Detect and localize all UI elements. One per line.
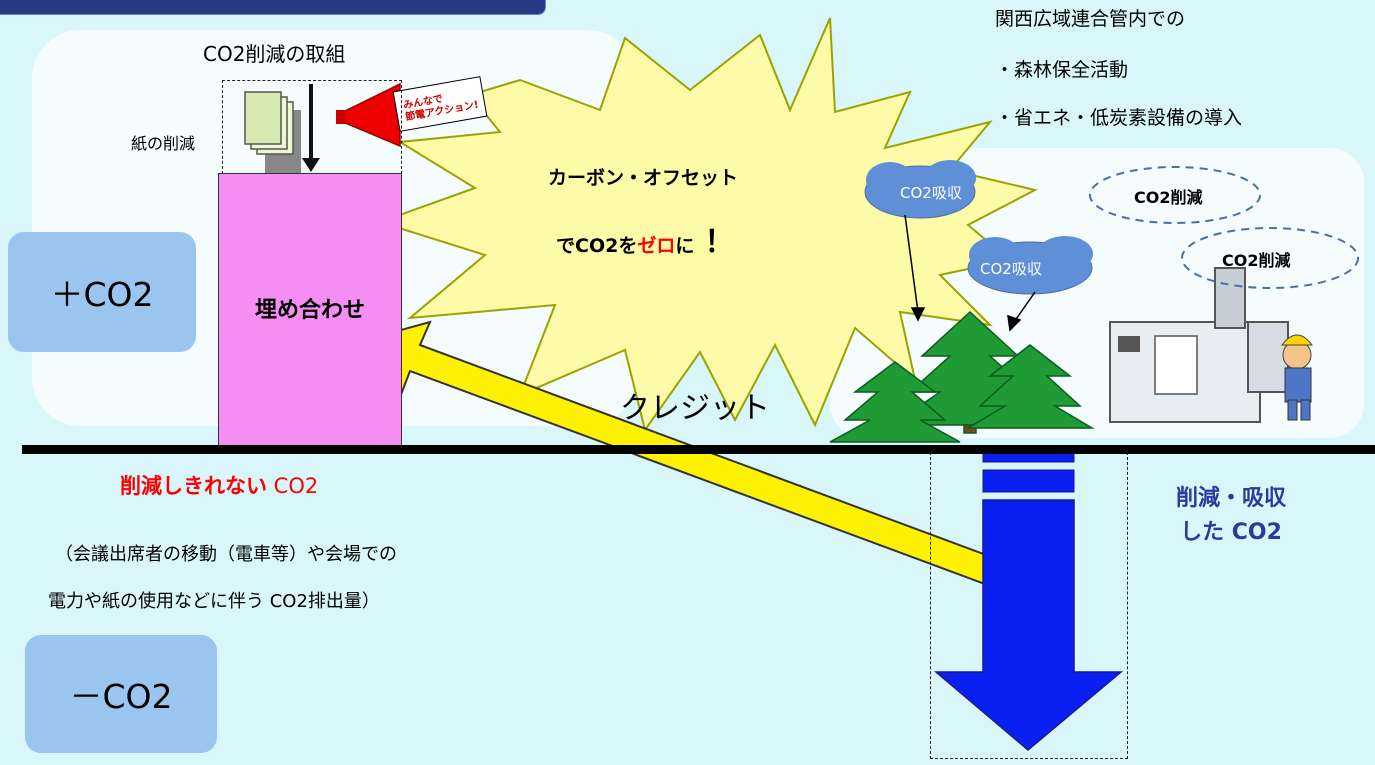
paper-stack-icon	[244, 91, 301, 174]
reduction-title: CO2削減の取組	[203, 42, 346, 66]
reduced-absorbed-line2: した CO2	[1180, 520, 1282, 545]
header-bar	[0, 0, 546, 15]
factory-equipment-icon	[1109, 267, 1314, 423]
minus-co2-label: －CO2	[25, 635, 217, 753]
explanation-line2: 電力や紙の使用などに伴う CO2排出量）	[48, 591, 380, 612]
reduced-absorbed-line1: 削減・吸収	[1176, 486, 1287, 511]
kansai-line2: ・森林保全活動	[995, 59, 1129, 81]
cloud-reduce-1	[1089, 166, 1261, 224]
absorb-arrows	[904, 214, 1036, 332]
explanation-line1: （会議出席者の移動（電車等）や会場での	[55, 544, 397, 565]
unreducible-highlight: 削減しきれない	[120, 474, 267, 498]
burst-line2-suffix: に	[675, 235, 695, 257]
offset-box-label: 埋め合わせ	[254, 298, 365, 323]
cloud-absorb-2-label: CO2吸収	[980, 260, 1042, 278]
reduced-absorbed-label: 削減・吸収 した CO2	[1176, 482, 1286, 550]
unreducible-label: 削減しきれない CO2	[120, 470, 318, 500]
paper-reduction-label: 紙の削減	[131, 134, 196, 153]
unreducible-suffix: CO2	[267, 474, 319, 498]
cloud-absorb-1-label: CO2吸収	[900, 184, 962, 202]
baseline	[22, 445, 1375, 454]
reduction-dashed-frame	[222, 80, 402, 174]
kansai-line3: ・省エネ・低炭素設備の導入	[995, 107, 1243, 129]
burst-line2: でCO2をゼロに ！	[556, 217, 734, 261]
plus-co2-label: ＋CO2	[8, 232, 196, 352]
cloud-reduce-2	[1181, 227, 1359, 289]
burst-exclaim: ！	[704, 225, 735, 260]
cloud-absorb-2	[967, 236, 1093, 295]
kansai-line1: 関西広域連合管内での	[995, 8, 1186, 30]
burst-line1: カーボン・オフセット	[548, 167, 739, 189]
cloud-absorb-1	[864, 160, 976, 219]
carbon-offset-burst	[376, 17, 1038, 433]
megaphone-icon	[336, 76, 488, 148]
cloud-reduce-2-label: CO2削減	[1222, 251, 1291, 270]
offset-box	[218, 173, 402, 446]
reduction-down-arrow	[302, 84, 320, 172]
credit-label: クレジット	[620, 391, 770, 426]
burst-line2-prefix: でCO2を	[556, 235, 638, 257]
cloud-reduce-1-label: CO2削減	[1134, 188, 1203, 207]
forest-icon	[829, 310, 1095, 443]
reduced-dashed-frame	[930, 447, 1128, 759]
reduced-co2-arrow	[933, 451, 1124, 751]
burst-zero: ゼロ	[637, 235, 676, 257]
